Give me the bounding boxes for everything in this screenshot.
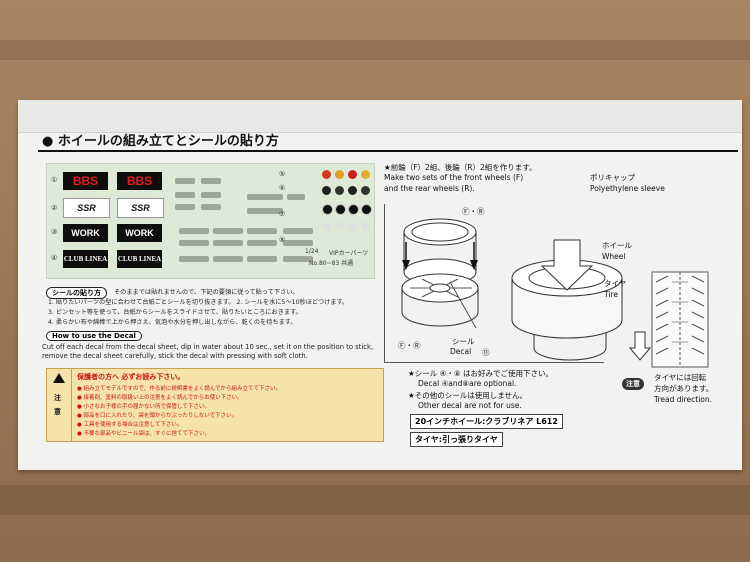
- tread-note-en: Tread direction.: [654, 395, 713, 404]
- caution-box: 注 意 保護者の方へ 必ずお読み下さい。 ● 組み立てモデルですので、作る前に説…: [46, 368, 384, 442]
- decal-work: WORK: [117, 224, 162, 242]
- decal-scale: 1/24: [305, 248, 319, 255]
- tread-direction-arrow-icon: [628, 331, 652, 361]
- instruction-box: ホイールの組み立てとシールの貼り方 ① ② ③ ④ BBS BBS SSR SS…: [18, 100, 742, 470]
- decal-instructions-badge-jp: シールの貼り方: [46, 287, 107, 299]
- caution-line: ● 不要な部品やビニール袋は、すぐに捨てて下さい。: [77, 431, 211, 437]
- wheel-jp: ホイール: [602, 241, 632, 250]
- decal-number: ⑧: [279, 236, 286, 244]
- caution-line: ● 小さなお子様の手の届かない所で保管して下さい。: [77, 404, 210, 410]
- cap-en: Polyethylene sleeve: [590, 184, 665, 193]
- cap-jp: ポリキャップ: [590, 173, 635, 182]
- decal-club-linea: CLUB LINEA: [117, 250, 162, 268]
- caution-line: ● 接着剤、塗料の取扱い上の注意をよく読んでからお使い下さい。: [77, 395, 243, 401]
- decal-bbs: BBS: [117, 172, 162, 190]
- wheel-en: Wheel: [602, 252, 626, 261]
- decal-sheet: ① ② ③ ④ BBS BBS SSR SSR WORK WORK CLUB L…: [46, 163, 375, 279]
- decal-line-en: remove the decal sheet carefully, stick …: [42, 352, 308, 360]
- decal-bbs: BBS: [63, 172, 108, 190]
- tread-note-jp: タイヤには回転: [654, 373, 707, 382]
- caution-side: 注 意: [47, 369, 72, 441]
- decal-number: ①: [51, 176, 58, 184]
- decal-number: ⑦: [279, 210, 286, 218]
- decal-line-en: Cut off each decal from the decal sheet,…: [42, 343, 374, 351]
- decal-ssr: SSR: [117, 198, 164, 218]
- decal-number-range: No.80~83 共通: [309, 260, 354, 267]
- tire-diagram: [511, 239, 623, 339]
- decal-step-jp: 1. 貼りたいパーツの型に合わせて台紙ごとシールを切り抜きます。 2. シールを…: [48, 299, 349, 306]
- wheel-info: 20インチホイール:クラブリネア L612: [410, 414, 563, 429]
- decal-number: ③: [51, 228, 58, 236]
- cardboard-crease: [0, 40, 750, 60]
- not-use-note-jp: ★その他のシールは使用しません。: [408, 391, 527, 400]
- tread-pattern-icon: [651, 271, 709, 368]
- decal-step-jp: 3. ピンセット等を使って、台紙からシールをスライドさせて、貼りたいところにおき…: [48, 309, 302, 316]
- caution-header: 保護者の方へ 必ずお読み下さい。: [77, 373, 185, 381]
- decal-instructions-badge-en: How to use the Decal: [46, 331, 142, 341]
- diagram-frame: [384, 204, 604, 363]
- assembly-note-en: and the rear wheels (R).: [384, 184, 475, 193]
- caution-line: ● 部品を口に入れたり、袋を頭からかぶったりしないで下さい。: [77, 413, 238, 419]
- tire-en: Tire: [604, 290, 618, 299]
- tire-info: タイヤ:引っ張りタイヤ: [410, 432, 503, 447]
- decal-work: WORK: [63, 224, 108, 242]
- decal-club-linea: CLUB LINEA: [63, 250, 108, 268]
- page-title: ホイールの組み立てとシールの貼り方: [42, 130, 279, 149]
- assembly-note-en: Make two sets of the front wheels (F): [384, 173, 524, 182]
- caution-line: ● 工具を使用する場合は注意して下さい。: [77, 422, 183, 428]
- tread-note-jp: 方向があります。: [654, 384, 714, 393]
- tread-caution-chip: 注意: [622, 378, 644, 390]
- title-rule: [38, 132, 738, 152]
- not-use-note-en: Other decal are not for use.: [418, 401, 522, 410]
- decal-ssr: SSR: [63, 198, 110, 218]
- decal-intro-jp: そのままでは貼れませんので、下記の要領に従って貼って下さい。: [114, 289, 299, 296]
- caution-label: 注 意: [54, 394, 61, 416]
- fr-label: Ⓕ・Ⓡ: [398, 341, 421, 350]
- decal-number: ④: [51, 254, 58, 262]
- fr-label: Ⓕ・Ⓡ: [462, 207, 485, 216]
- decal-number: ⑤: [279, 170, 286, 178]
- box-lid: [18, 100, 742, 133]
- decal-en: Decal: [450, 347, 472, 356]
- decal-jp: シール: [452, 337, 475, 346]
- tire-jp: タイヤ: [604, 279, 627, 288]
- decal-number: ②: [51, 204, 58, 212]
- optional-note-en: Decal ④and⑧are optional.: [418, 379, 517, 388]
- warning-icon: [53, 373, 65, 383]
- cardboard-crease: [0, 485, 750, 515]
- decal-number: ⑥: [279, 184, 286, 192]
- assembly-note-jp: ★前輪（F）2組、後輪（R）2組を作ります。: [384, 163, 537, 172]
- optional-note-jp: ★シール ④・⑧ はお好みでご使用下さい。: [408, 369, 553, 378]
- decal-number: ⑪: [482, 348, 490, 357]
- caution-line: ● 組み立てモデルですので、作る前に説明書をよく読んでから組み立てて下さい。: [77, 386, 282, 392]
- decal-series: VIPカーパーツ: [329, 250, 369, 257]
- decal-step-jp: 4. 柔らかい布や綿棒で上から押さえ、気泡や水分を押し出しながら、乾くのを待ちま…: [48, 319, 297, 326]
